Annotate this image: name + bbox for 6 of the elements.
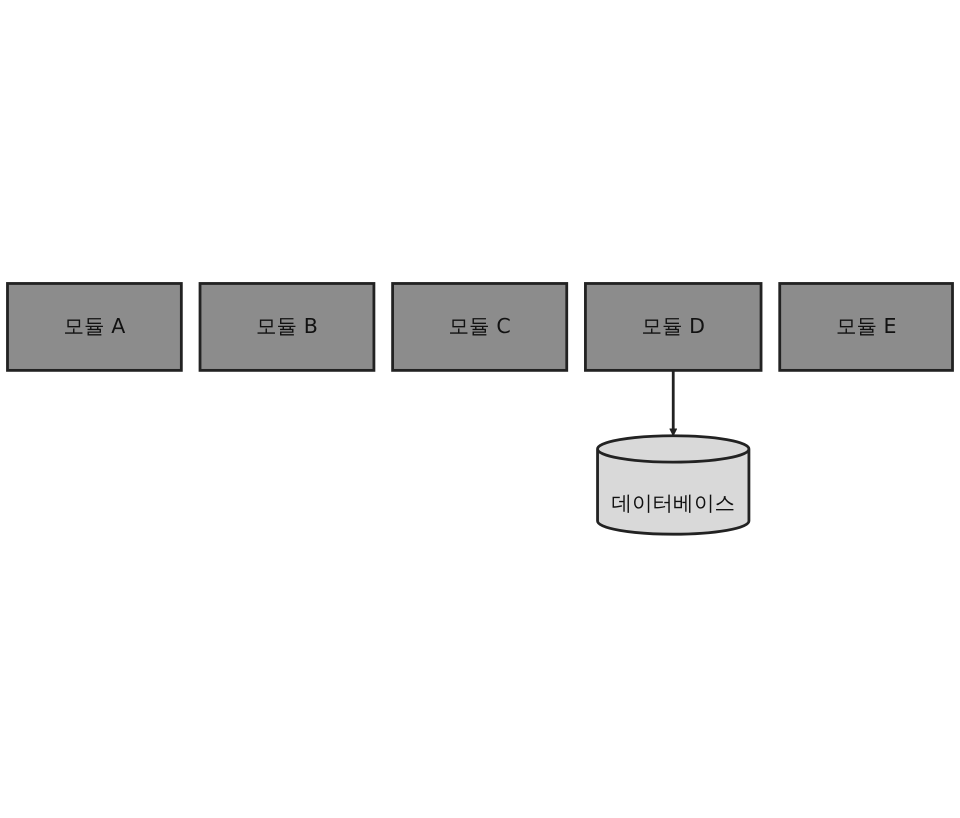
node-box: 모듈 E [778, 282, 954, 372]
node-box: 모듈 D [584, 282, 762, 372]
node-box: 모듈 A [6, 282, 183, 372]
arrow [669, 370, 678, 436]
node-box: 모듈 B [198, 282, 376, 372]
node-box: 모듈 C [391, 282, 568, 372]
